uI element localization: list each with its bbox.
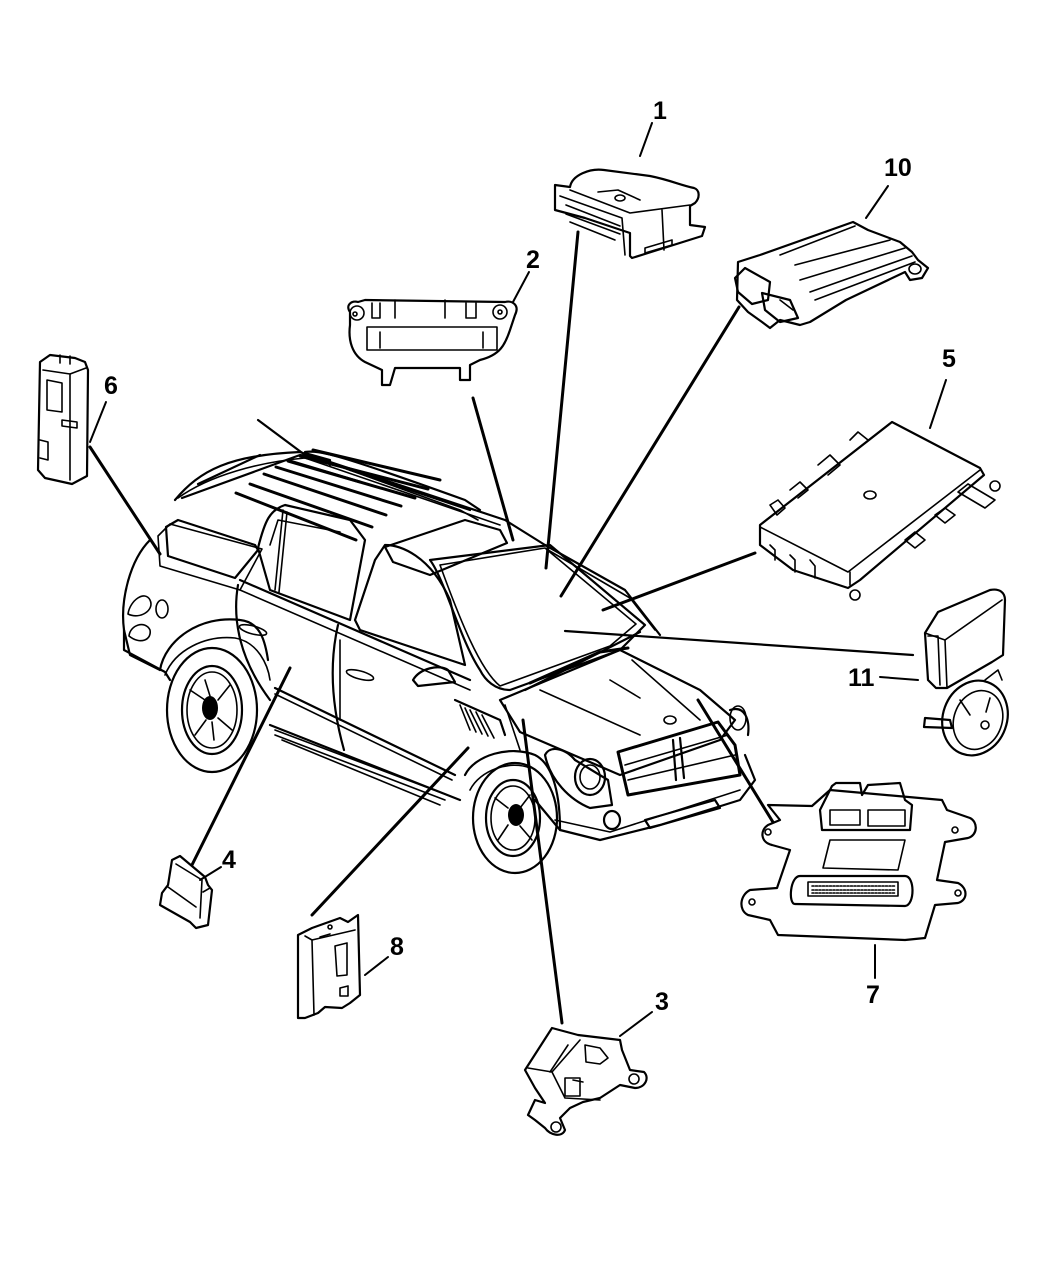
callout-5[interactable]: 5 xyxy=(942,345,956,373)
callout-6[interactable]: 6 xyxy=(104,372,118,400)
component-4-door-module[interactable] xyxy=(158,854,214,930)
component-11-siren-module[interactable] xyxy=(922,588,1018,765)
leader-line-5 xyxy=(601,551,757,612)
component-5-body-control-module[interactable] xyxy=(758,420,1001,601)
component-3-sensor-bracket[interactable] xyxy=(523,1026,648,1136)
vehicle-illustration xyxy=(122,418,757,875)
callout-7[interactable]: 7 xyxy=(866,981,880,1009)
callout-1[interactable]: 1 xyxy=(653,97,667,125)
component-1-airbag-module[interactable] xyxy=(553,168,707,260)
component-2-overhead-console[interactable] xyxy=(347,298,518,387)
leader-line-2 xyxy=(471,396,515,542)
callout-labels: 1 2 3 4 5 6 7 8 10 11 xyxy=(89,97,956,1037)
leader-line-6 xyxy=(88,445,162,556)
leader-line-3 xyxy=(521,718,564,1025)
callout-4[interactable]: 4 xyxy=(222,846,236,874)
leader-line-1 xyxy=(544,230,580,570)
component-6-rear-module[interactable] xyxy=(36,353,90,486)
callout-8[interactable]: 8 xyxy=(390,933,404,961)
callout-3[interactable]: 3 xyxy=(655,988,669,1016)
callout-2[interactable]: 2 xyxy=(526,246,540,274)
component-10-connector-module[interactable] xyxy=(733,220,930,330)
leader-line-4 xyxy=(183,666,292,881)
component-7-powertrain-control-module[interactable] xyxy=(740,781,977,979)
leader-lines xyxy=(88,230,915,1025)
leader-line-8 xyxy=(310,746,470,917)
callout-10[interactable]: 10 xyxy=(884,154,912,182)
callout-11[interactable]: 11 xyxy=(848,664,875,692)
leader-line-10 xyxy=(559,305,741,598)
component-8-module[interactable] xyxy=(296,913,362,1020)
leader-line-11 xyxy=(563,629,915,657)
